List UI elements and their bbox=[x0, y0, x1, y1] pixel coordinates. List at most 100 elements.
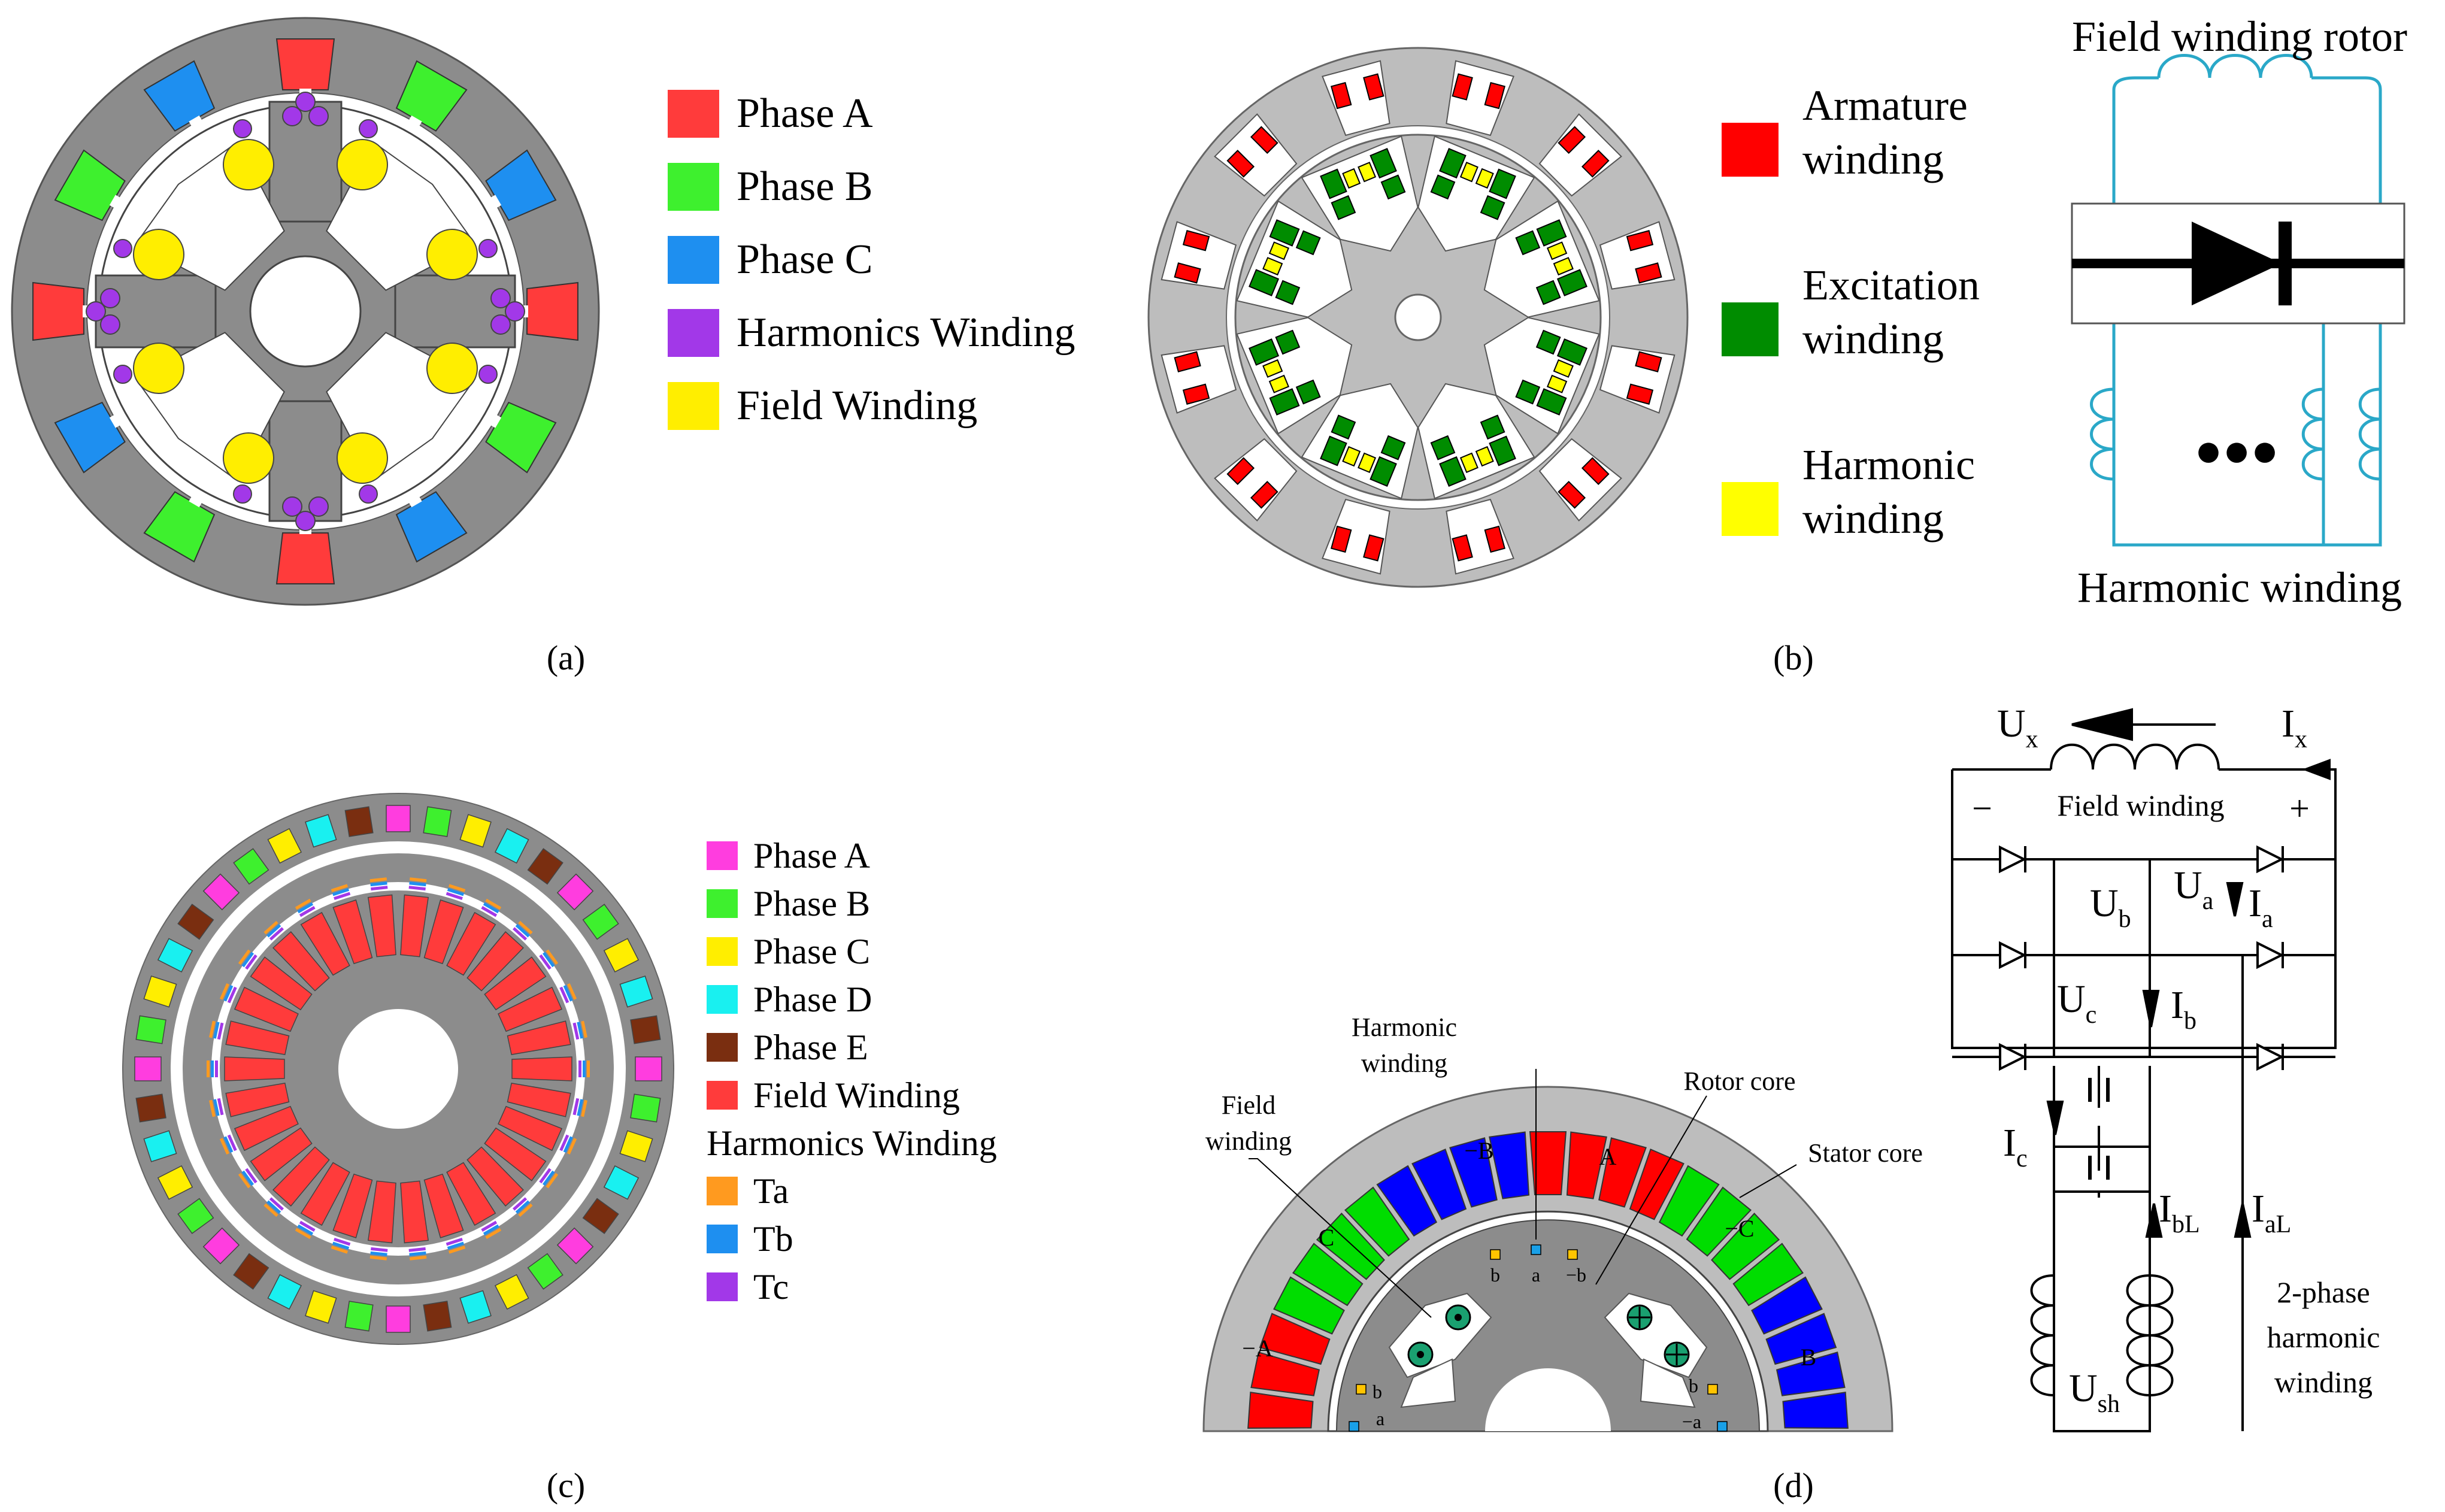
c-field-coil bbox=[332, 1173, 373, 1238]
c-harmonic-bar bbox=[559, 1134, 569, 1152]
b-armature-coil-2 bbox=[1452, 534, 1473, 562]
c-stator-slot bbox=[305, 1290, 337, 1324]
c-stator-coil bbox=[459, 814, 492, 848]
c-rotor-slot bbox=[263, 920, 330, 992]
c-rotor-slot bbox=[484, 1127, 559, 1189]
c-harmonic-bar bbox=[215, 1060, 218, 1077]
c-harmonic-bar bbox=[546, 1172, 559, 1189]
a-rotor-pole bbox=[268, 101, 343, 223]
c-stator-coil bbox=[527, 1253, 563, 1290]
b-armature-coil-2 bbox=[1226, 457, 1255, 486]
panel-c-machine bbox=[122, 793, 674, 1345]
d-slot-label-a: A bbox=[1599, 1143, 1617, 1170]
b-excitation-coil bbox=[1556, 269, 1587, 296]
d-uc-sub: c bbox=[2086, 1001, 2097, 1029]
c-rotor-slot bbox=[423, 1173, 466, 1254]
d-slot-label-minus-a: −A bbox=[1242, 1335, 1273, 1362]
panel-a-machine bbox=[11, 17, 600, 606]
c-harmonic-bar bbox=[213, 1022, 220, 1039]
d-ial-sub: aL bbox=[2265, 1211, 2291, 1238]
d-label-harmonic-2: winding bbox=[1361, 1049, 1447, 1078]
b-harmonic-coil bbox=[1358, 452, 1377, 473]
d-ush: U bbox=[2069, 1366, 2098, 1410]
d-stator-slot bbox=[1344, 1186, 1410, 1257]
b-stator-slot bbox=[1538, 438, 1622, 522]
c-legend-heading: Harmonics Winding bbox=[707, 1123, 997, 1163]
c-harmonic-bar bbox=[447, 1241, 465, 1250]
c-legend-label: Tc bbox=[753, 1267, 789, 1307]
c-stator-slot bbox=[423, 1301, 452, 1332]
c-harmonic-bar bbox=[577, 1022, 584, 1039]
d-stator-coil bbox=[1376, 1165, 1438, 1237]
c-harmonic-bar bbox=[408, 1247, 426, 1252]
panel-b-dots: ●●● bbox=[2194, 424, 2279, 476]
d-stator-slot bbox=[1529, 1131, 1567, 1195]
c-harmonic-bar bbox=[408, 886, 426, 891]
c-legend-label: Phase C bbox=[753, 932, 870, 971]
b-armature-coil-1 bbox=[1331, 81, 1352, 110]
c-rotor-slot bbox=[466, 1146, 533, 1217]
d-diode-left bbox=[1999, 845, 2027, 874]
b-excitation-coil bbox=[1480, 195, 1505, 220]
c-harmonic-bar bbox=[483, 1224, 499, 1236]
c-field-coil bbox=[466, 1146, 524, 1207]
d-stator-coil bbox=[1292, 1243, 1364, 1307]
d-stator-slot bbox=[1250, 1351, 1320, 1396]
c-harmonic-bar bbox=[299, 1220, 316, 1232]
c-harmonic-bar bbox=[449, 884, 466, 892]
c-harmonic-bar bbox=[409, 1251, 426, 1256]
a-stator-slot bbox=[275, 38, 335, 95]
c-harmonic-bar bbox=[563, 1136, 573, 1153]
c-harmonic-bar bbox=[563, 984, 573, 1002]
b-armature-coil-2 bbox=[1484, 81, 1505, 110]
d-stator-slot bbox=[1782, 1392, 1849, 1429]
c-field-coil bbox=[300, 911, 350, 976]
a-harm-group bbox=[233, 92, 378, 138]
d-stator-coil bbox=[1782, 1392, 1849, 1429]
c-stator-slot bbox=[202, 873, 240, 911]
svg-text:Ux: Ux bbox=[1997, 702, 2038, 753]
c-legend-label: Field Winding bbox=[753, 1075, 960, 1115]
a-stator-coil bbox=[143, 491, 216, 563]
a-harm-coil bbox=[490, 288, 511, 308]
d-ia-sub: a bbox=[2262, 905, 2273, 933]
b-excitation-coil bbox=[1380, 435, 1406, 460]
c-harmonic-bar bbox=[209, 1099, 216, 1117]
panel-a-caption: (a) bbox=[547, 638, 585, 677]
c-field-coil bbox=[484, 956, 547, 1011]
svg-text:Ia: Ia bbox=[2249, 881, 2273, 933]
c-rotor-slot bbox=[507, 1082, 587, 1117]
panel-b-caption: (b) bbox=[1773, 638, 1814, 677]
c-stator-slot bbox=[556, 1227, 594, 1265]
d-small-label-minus-b: −b bbox=[1566, 1264, 1586, 1286]
panel-a-harmonic-coils bbox=[86, 92, 525, 531]
c-harmonic-bar bbox=[513, 1197, 528, 1211]
d-stator-coil bbox=[1250, 1351, 1320, 1396]
d-diode-right bbox=[2256, 1043, 2285, 1071]
d-stator-slot bbox=[1259, 1313, 1331, 1365]
a-legend-swatch bbox=[668, 163, 719, 211]
d-stator-slot bbox=[1765, 1313, 1837, 1365]
c-stator-slot bbox=[143, 975, 177, 1008]
c-legend-swatch bbox=[707, 1033, 738, 1062]
a-stator-coil bbox=[32, 281, 84, 341]
c-legend-swatch bbox=[707, 841, 738, 870]
d-circuit-hw-2: harmonic bbox=[2267, 1320, 2380, 1354]
a-field-coil bbox=[426, 343, 478, 394]
d-ia: I bbox=[2249, 881, 2262, 925]
d-stator-slot bbox=[1629, 1149, 1684, 1220]
svg-text:Uc: Uc bbox=[2057, 977, 2096, 1029]
c-harmonic-bar bbox=[263, 1203, 278, 1217]
c-stator-coil bbox=[423, 1301, 452, 1332]
c-stator-coil bbox=[202, 873, 240, 911]
a-slot-opening bbox=[189, 496, 202, 508]
c-harmonic-bar bbox=[295, 1228, 311, 1240]
a-stator-coil bbox=[485, 149, 557, 222]
a-rotor-pole bbox=[95, 274, 217, 349]
b-excitation-coil bbox=[1430, 435, 1456, 460]
b-excitation-coil bbox=[1275, 280, 1301, 305]
c-stator-coil bbox=[344, 1301, 374, 1332]
c-stator-slot bbox=[233, 1253, 269, 1290]
b-excitation-coil bbox=[1249, 269, 1280, 296]
b-excitation-coil bbox=[1556, 338, 1587, 366]
